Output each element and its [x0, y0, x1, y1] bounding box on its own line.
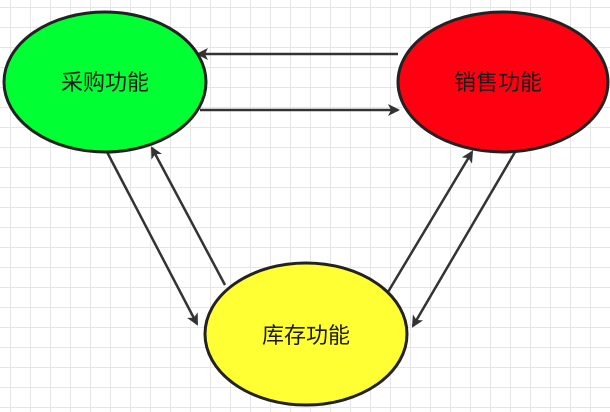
node-sales-label: 销售功能	[454, 71, 542, 96]
edge-sales-to-inventory	[411, 151, 517, 328]
node-inventory-shape[interactable]	[203, 261, 409, 407]
nodes-group: 采购功能 销售功能 库存功能	[2, 10, 610, 407]
node-inventory-label: 库存功能	[262, 324, 350, 349]
node-purchase-label: 采购功能	[61, 71, 149, 96]
edge-purchase-to-inventory	[105, 151, 199, 326]
edge-inventory-to-purchase	[150, 146, 227, 286]
node-purchase[interactable]: 采购功能	[2, 10, 208, 154]
node-inventory[interactable]: 库存功能	[203, 261, 409, 407]
node-sales-shape[interactable]	[396, 10, 610, 154]
node-purchase-shape[interactable]	[2, 10, 208, 154]
edge-inventory-to-sales	[386, 150, 474, 293]
edges-group	[105, 48, 517, 328]
node-sales[interactable]: 销售功能	[396, 10, 610, 154]
